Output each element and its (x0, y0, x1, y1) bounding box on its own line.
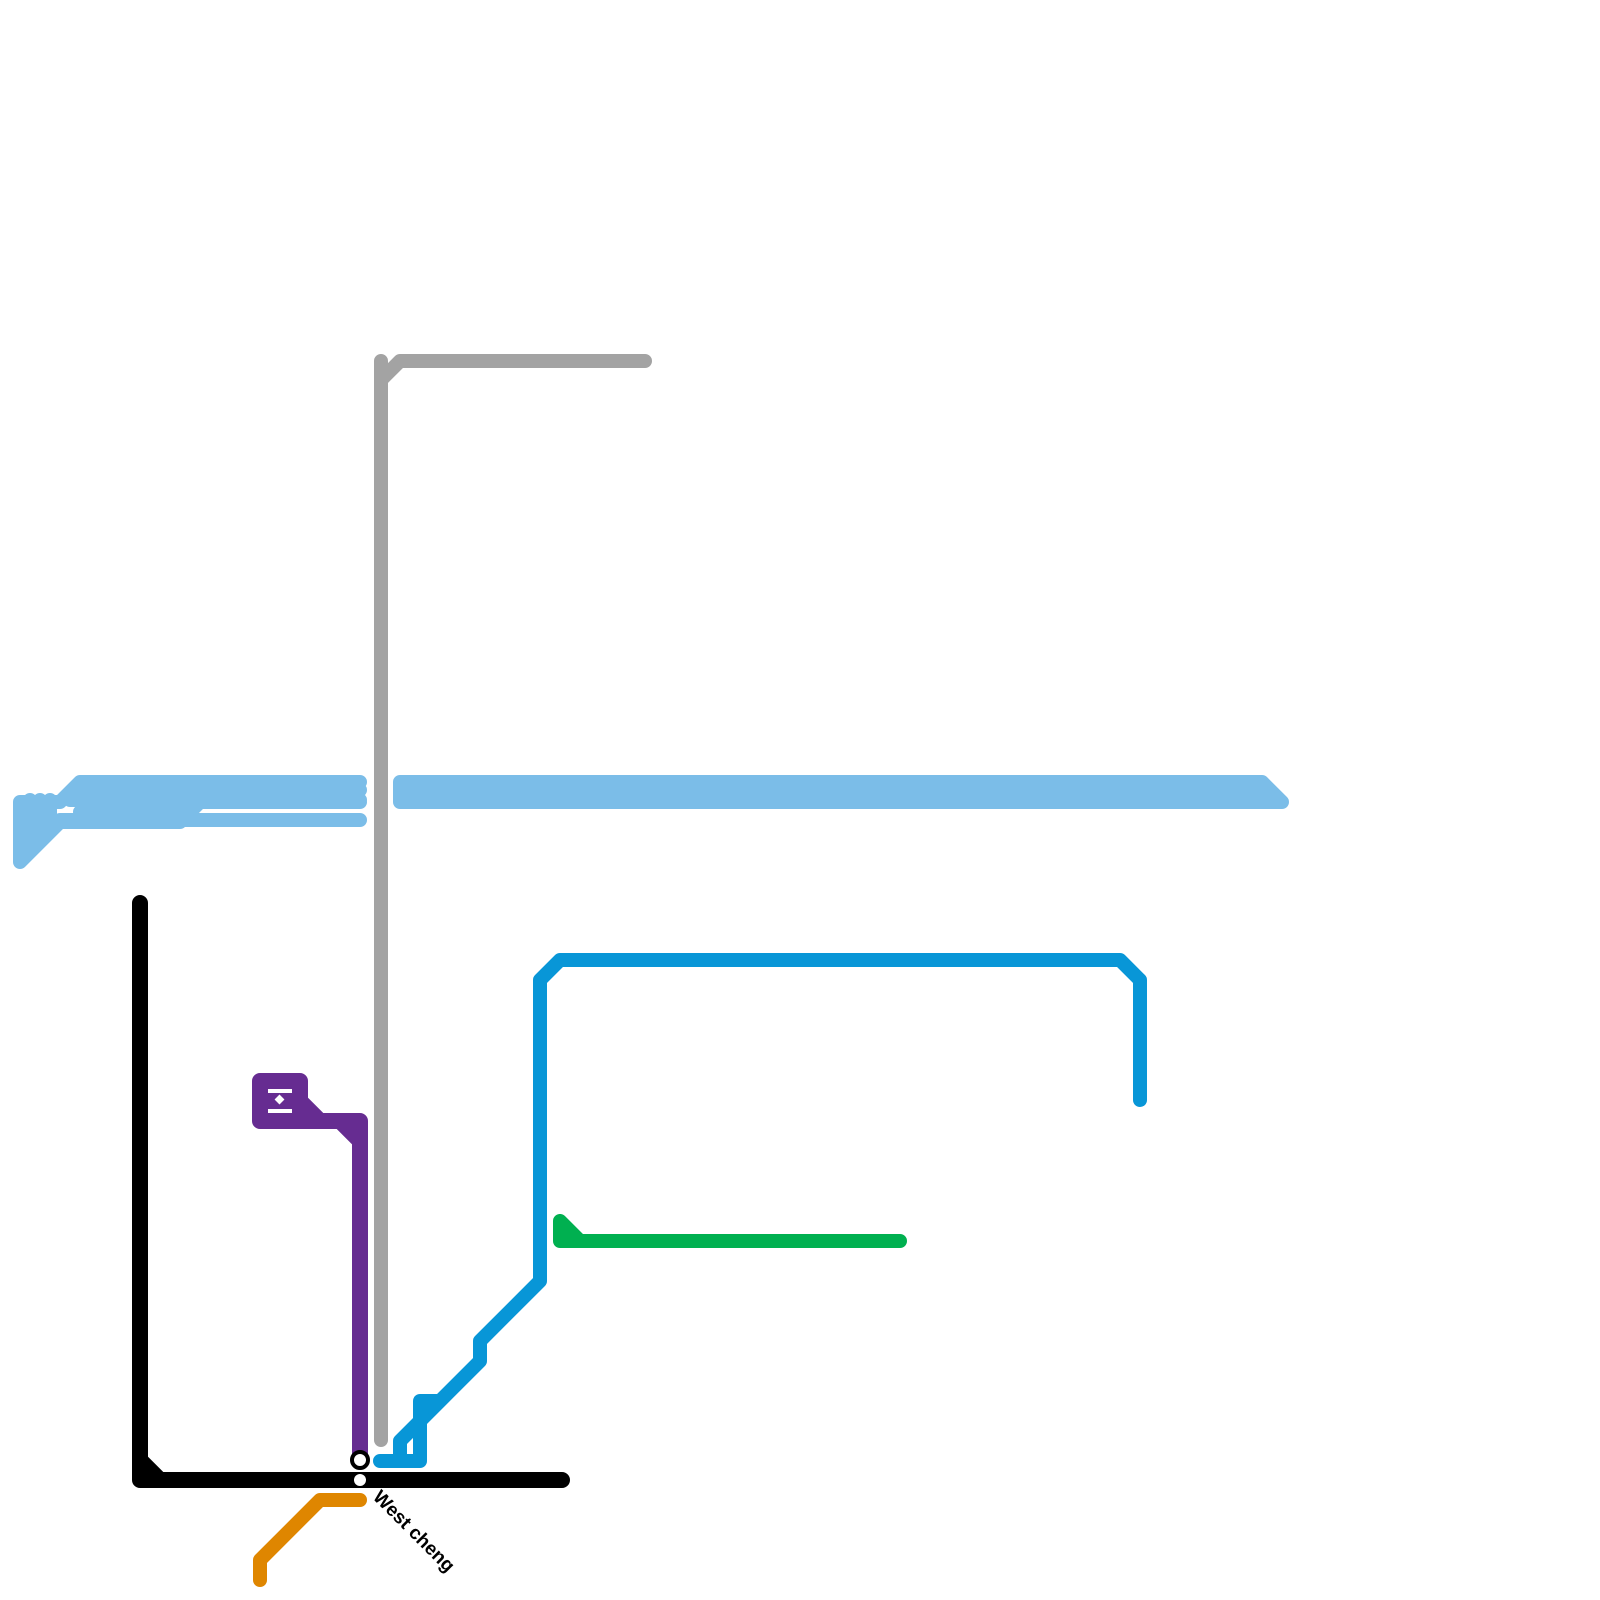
purple-line-marker (274, 1094, 285, 1105)
line-purple[interactable] (252, 1073, 368, 1468)
station-west-cheng-label: West cheng (368, 1487, 458, 1577)
line-green[interactable] (553, 1214, 907, 1248)
line-light-blue[interactable] (13, 775, 1289, 869)
line-black[interactable] (132, 895, 570, 1488)
line-light-blue-east-segment[interactable] (393, 775, 1289, 809)
line-orange[interactable] (253, 1493, 367, 1587)
station-west-cheng-marker-upper[interactable] (350, 1450, 370, 1470)
line-grey[interactable] (374, 354, 652, 1447)
station-west-cheng-marker-lower[interactable] (354, 1474, 366, 1486)
line-blue[interactable] (373, 953, 1147, 1468)
line-light-blue-west-segment[interactable] (13, 775, 367, 869)
station-west-cheng[interactable]: West cheng (350, 1450, 458, 1577)
